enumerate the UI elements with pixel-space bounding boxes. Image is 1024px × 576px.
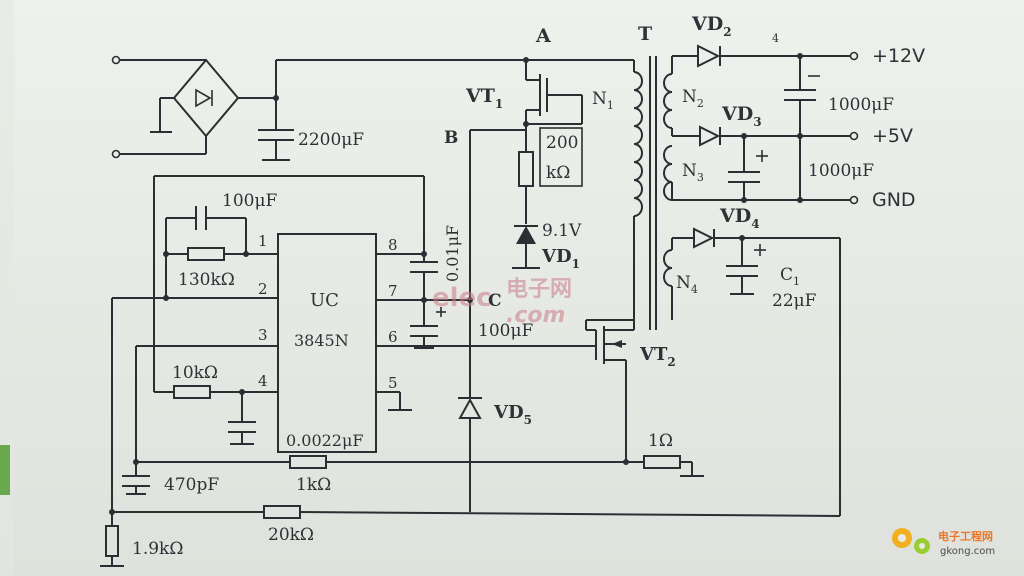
vd4-diode [693,227,715,249]
n1-label: N1 [592,89,614,112]
cap-c1 [726,238,766,295]
resistor-20k [263,505,841,519]
pin-5: 5 [388,374,398,392]
vd3-diode [699,125,721,147]
vd4-label: VD4 [719,205,760,231]
terminal-12v [849,51,859,61]
green-tab [0,445,10,495]
watermark-sub: .com [506,303,565,328]
c1-label: C1 [780,265,800,288]
resistor-10k-label: 10kΩ [172,363,218,383]
watermark-prefix: elec [432,283,492,313]
pin-8: 8 [388,236,398,254]
vt2-label: VT2 [639,344,676,369]
vd3-label: VD3 [721,103,762,129]
input-bus [258,59,526,161]
c1-value: 22μF [772,291,817,311]
cap-00022uf [228,392,256,445]
resistor-1ohm-label: 1Ω [648,431,673,451]
node-b-label: B [444,128,458,148]
node-c-label: C [488,291,502,311]
ic-label-line1: UC [310,290,339,311]
pin-4: 4 [258,372,268,390]
n4-label: N4 [676,273,698,296]
tick-mark-4: 4 [772,32,779,45]
r200-box [539,127,583,187]
output-12v-label: +12V [872,45,925,67]
cap-1000-a [784,56,820,200]
n3-label: N3 [682,161,704,184]
output-gnd-label: GND [872,189,916,211]
logo-url: gkong.com [940,546,995,557]
cap-001uf [410,261,438,300]
cap-470pf [122,462,150,495]
vd1-zener [512,214,540,269]
vd5-label: VD5 [493,402,532,427]
vt2-transistor [595,326,634,460]
cap-470pf-label: 470pF [164,475,219,495]
cap-2200-label: 2200μF [298,130,364,150]
resistor-19k [100,525,124,567]
logo-title: 电子工程网 [938,529,993,543]
resistor-200k [518,124,534,214]
cap-1000-b [728,136,768,200]
resistor-19k-label: 1.9kΩ [132,539,183,559]
vt1-label: VT1 [465,85,503,111]
bridge-rectifier [150,58,277,154]
cap-100uf-top-label: 100μF [222,191,277,211]
resistor-130k-label: 130kΩ [178,270,235,290]
pin-2: 2 [258,280,268,298]
input-terminals [111,55,206,159]
cap-100uf-top [165,206,247,298]
ic-label-line2: 3845N [294,331,349,350]
watermark-text: 电子网 [506,277,572,302]
resistor-20k-label: 20kΩ [268,525,314,545]
terminal-gnd [849,195,859,205]
terminal-5v [849,131,859,141]
vd1-value: 9.1V [542,221,582,241]
vd2-label: VD2 [691,13,732,39]
gkong-logo: 电子工程网 gkong.com [892,528,995,557]
resistor-130k [166,247,246,261]
cap-00022uf-label: 0.0022μF [286,431,363,450]
vd5-diode [458,340,482,512]
schematic-paper [14,0,1024,576]
pin-3: 3 [258,326,268,344]
left-strip [0,0,14,576]
vd2-diode [697,44,721,68]
ic-uc3845n [277,233,377,453]
node-a-label: A [535,25,551,47]
vt1-transistor [525,74,562,124]
cap-1000-b-label: 1000μF [808,161,874,181]
resistor-1k-label: 1kΩ [296,475,331,495]
transformer-t [633,56,673,330]
n2-label: N2 [682,87,704,110]
pin-1: 1 [258,232,268,250]
resistor-1k [289,455,626,469]
pin-7: 7 [388,282,398,300]
transformer-label: T [638,23,652,45]
r200-unit: kΩ [546,163,570,183]
cap-100uf-mid-label: 100μF [478,321,533,341]
vd1-label: VD1 [541,246,580,271]
resistor-1ohm [626,455,704,477]
output-5v-label: +5V [872,125,913,147]
cap-1000-a-label: 1000μF [828,95,894,115]
pin-6: 6 [388,328,398,346]
cap-001uf-label: 0.01μF [443,225,462,282]
r200-value: 200 [546,133,578,153]
